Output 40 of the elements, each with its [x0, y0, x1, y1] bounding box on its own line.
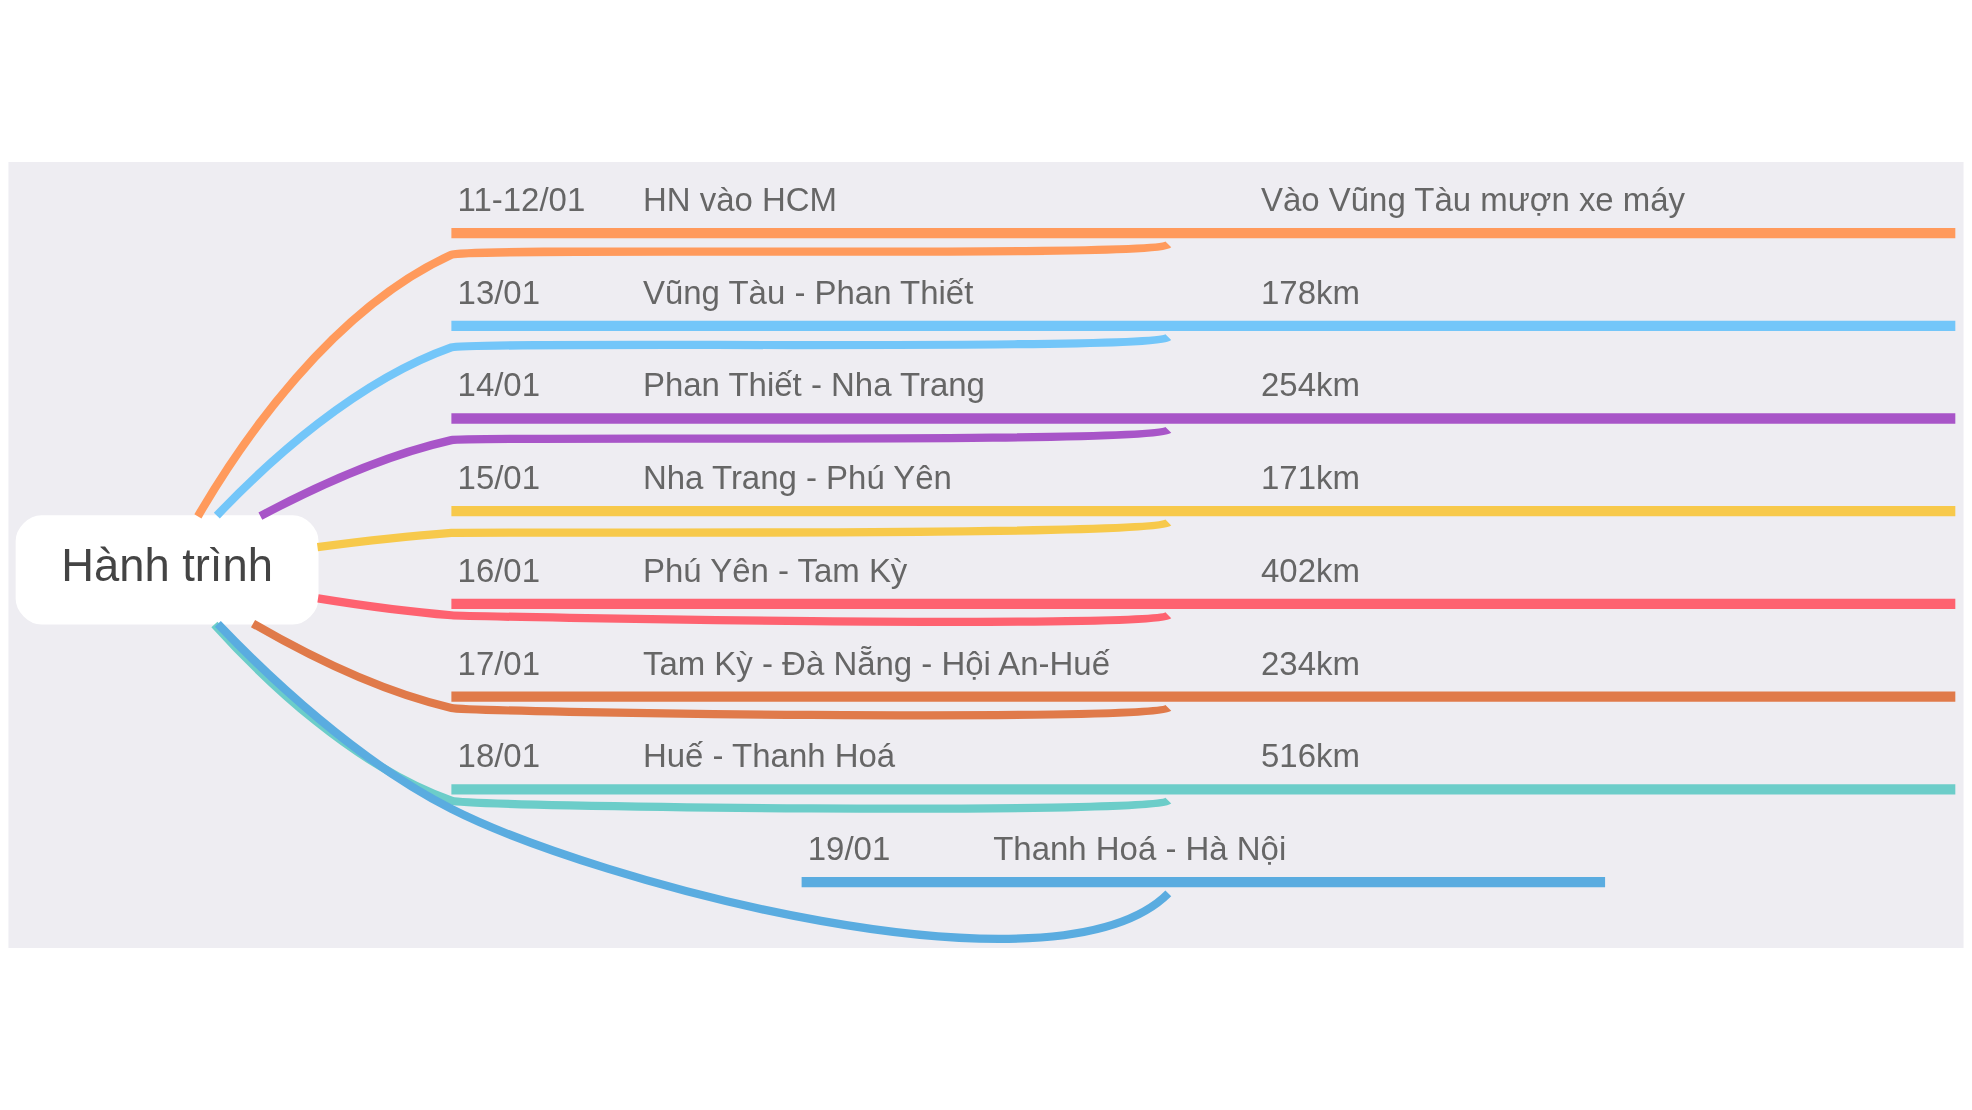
- node-label: 11-12/01: [457, 181, 586, 219]
- node-label: Phú Yên - Tam Kỳ: [642, 551, 908, 589]
- node-label: 18/01: [457, 737, 541, 775]
- node-box: Hành trình: [15, 515, 319, 625]
- connector: [211, 621, 1170, 813]
- node-label: Tam Kỳ - Đà Nẵng - Hội An-Huế: [642, 644, 1110, 682]
- node-label: 516km: [1261, 737, 1360, 775]
- node-label: Thanh Hoá - Hà Nội: [993, 829, 1287, 867]
- node-label: 254km: [1261, 366, 1360, 404]
- node-box: [451, 227, 1956, 239]
- node-box: [451, 320, 1956, 331]
- node-label: 19/01: [807, 829, 891, 867]
- node-label: Phan Thiết - Nha Trang: [642, 366, 985, 404]
- node-label: 14/01: [457, 366, 541, 404]
- node-label: 171km: [1261, 459, 1360, 497]
- node-box: [801, 876, 1606, 888]
- connector: [251, 620, 1170, 720]
- node-label: 15/01: [457, 459, 541, 497]
- node-box: [451, 784, 1956, 795]
- node-label: Vào Vũng Tàu mượn xe máy: [1261, 181, 1686, 219]
- connector: [214, 621, 1171, 943]
- node-label: 234km: [1261, 644, 1360, 682]
- node-label: Vũng Tàu - Phan Thiết: [642, 273, 974, 311]
- node-box: [451, 598, 1956, 610]
- connector: [213, 333, 1170, 519]
- connector: [316, 518, 1170, 552]
- connector: [258, 425, 1170, 520]
- node-box: [451, 413, 1956, 424]
- node-label: 16/01: [457, 551, 541, 589]
- node-label: 178km: [1261, 273, 1360, 311]
- node-box: [451, 691, 1956, 702]
- connector: [194, 240, 1170, 519]
- node-label: Huế - Thanh Hoá: [642, 737, 896, 775]
- node-label: 402km: [1261, 551, 1360, 589]
- node-label: HN vào HCM: [642, 181, 838, 219]
- connector: [317, 594, 1170, 626]
- node-box: [451, 506, 1956, 517]
- node-label: 13/01: [457, 273, 541, 311]
- node-label: 17/01: [457, 644, 541, 682]
- node-label: Nha Trang - Phú Yên: [642, 459, 952, 497]
